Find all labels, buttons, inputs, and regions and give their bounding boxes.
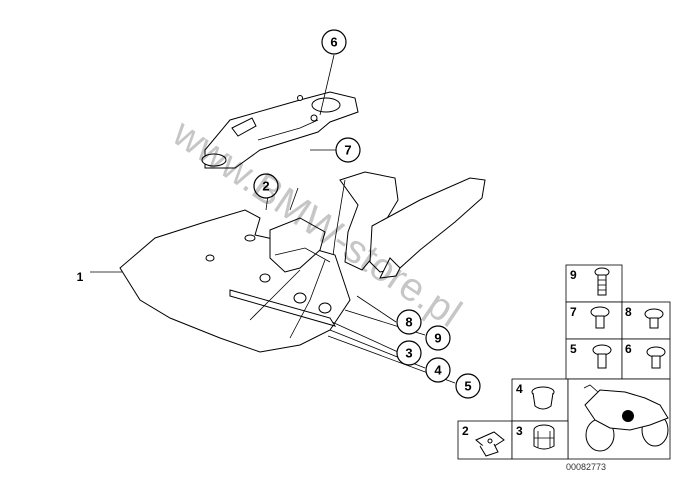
callout-2: 2 bbox=[253, 173, 279, 199]
diagram-id: 00082773 bbox=[566, 462, 606, 472]
callout-6: 6 bbox=[321, 29, 347, 55]
legend-cell-9 bbox=[565, 264, 623, 303]
motorcycle-icon bbox=[583, 384, 669, 452]
screw-icon bbox=[594, 267, 610, 296]
legend-cell-5 bbox=[565, 338, 623, 380]
callout-4: 4 bbox=[425, 357, 451, 383]
legend-label-2: 2 bbox=[462, 424, 469, 438]
callout-8: 8 bbox=[396, 309, 422, 335]
screw-icon bbox=[646, 346, 666, 369]
legend-cell-8 bbox=[621, 301, 671, 340]
callout-4-label: 4 bbox=[434, 363, 442, 378]
grommet-icon bbox=[531, 386, 555, 410]
rubber-buffer-icon bbox=[533, 424, 555, 450]
location-marker bbox=[622, 410, 634, 422]
legend-label-4: 4 bbox=[516, 382, 523, 396]
screw-icon bbox=[590, 306, 610, 329]
legend-label-3: 3 bbox=[516, 424, 523, 438]
part-label-1: 1 bbox=[77, 270, 84, 284]
callout-7-label: 7 bbox=[344, 143, 351, 158]
callout-2-label: 2 bbox=[262, 179, 269, 194]
callout-5: 5 bbox=[455, 373, 481, 399]
callout-9-label: 9 bbox=[434, 331, 441, 346]
callout-6-label: 6 bbox=[330, 35, 337, 50]
clip-nut-icon bbox=[475, 431, 505, 457]
legend-label-7: 7 bbox=[570, 305, 577, 319]
legend-label-5: 5 bbox=[570, 342, 577, 356]
legend-label-8: 8 bbox=[625, 305, 632, 319]
callout-9: 9 bbox=[425, 325, 451, 351]
upper-bracket bbox=[201, 91, 359, 169]
callout-5-label: 5 bbox=[464, 379, 471, 394]
bolt-icon bbox=[644, 308, 664, 329]
main-cover bbox=[119, 209, 351, 353]
callout-3: 3 bbox=[396, 340, 422, 366]
screw-icon bbox=[592, 344, 612, 369]
callout-8-label: 8 bbox=[405, 315, 412, 330]
callout-7: 7 bbox=[335, 137, 361, 163]
fastener-legend: 9 7 8 5 6 bbox=[457, 264, 671, 460]
legend-label-6: 6 bbox=[625, 342, 632, 356]
callout-3-label: 3 bbox=[405, 346, 412, 361]
legend-label-9: 9 bbox=[570, 268, 577, 282]
legend-cell-6 bbox=[621, 338, 671, 380]
